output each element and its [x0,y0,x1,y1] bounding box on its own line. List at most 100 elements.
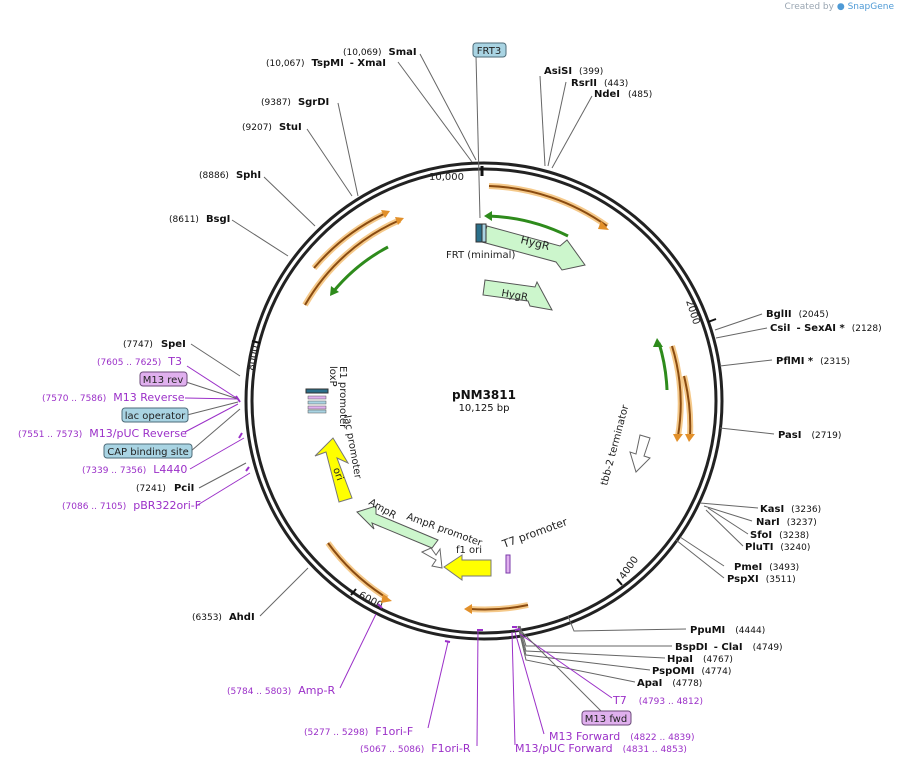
enzyme-csii-sexai: CsiI- SexAI *(2128) [770,323,882,334]
lac-promoter-label: lac promoter [341,415,363,481]
green-arrow-head [330,286,339,296]
primer-arc-top-right [488,183,609,230]
hygr-arrow-1 [481,225,586,271]
enzyme-pflmi: PflMI *(2315) [776,356,850,367]
enzyme-apai: ApaI(4778) [637,678,702,689]
primer-arrow-head [598,221,609,230]
site-ticks [235,395,521,643]
enzyme-asisi: AsiSI(399) [544,66,603,77]
site-labels: (7605 .. 7625)T3 (7570 .. 7586)M13 Rever… [18,355,703,755]
tick-label-4000: 4000 [617,555,641,582]
enzyme-tspmi-xmai: (10,067)TspMI- XmaI [266,58,386,69]
tag-m13-rev-label: M13 rev [143,375,184,386]
ori-label: ori [330,466,345,482]
primer-arrow-head [685,434,695,442]
ori-arrow [314,437,353,503]
hygr-arrow-2 [482,279,553,311]
tag-frt3: FRT3 [472,42,507,58]
primer-arc-right-2 [681,375,695,442]
tag-boxes: FRT3 M13 rev lac operator CAP binding si… [103,42,632,726]
tag-cap-binding-site: CAP binding site [103,443,193,459]
plasmid-name: pNM3811 [452,388,516,402]
tick-label-10000: 10,000 [429,172,464,183]
ampr-arrow [356,505,439,549]
enzyme-smai: (10,069)SmaI [343,47,417,58]
primer-arrow-head [381,594,392,603]
enzyme-kasi: KasI(3236) [760,504,821,515]
features: HygR FRT (minimal) HygR tbb-2 terminator… [305,223,651,581]
enzyme-sfoi: SfoI(3238) [750,530,809,541]
credit-brand: SnapGene [847,2,894,12]
f1-ori-arrow [443,554,492,581]
enzyme-leader-lines [190,53,775,683]
site-pbr322ori-f: (7086 .. 7105)pBR322ori-F [62,499,201,512]
primer-arcs [302,183,695,614]
site-m13-puc-reverse: (7551 .. 7573)M13/pUC Reverse [18,427,187,440]
frt-minimal-marker [475,223,483,243]
primer-arrow-head [464,604,472,614]
enzyme-nari: NarI(3237) [756,517,817,528]
snapgene-logo-icon: ⁣● [836,2,845,12]
tag-m13-fwd-label: M13 fwd [585,714,627,725]
site-t3: (7605 .. 7625)T3 [97,355,182,368]
enzyme-hpai: HpaI(4767) [667,654,733,665]
green-arrow-head [653,338,663,347]
enzyme-sgrdi: (9387)SgrDI [261,97,329,108]
center-title: pNM3811 10,125 bp [452,388,516,414]
left-cluster-markers [305,388,329,414]
enzyme-sphi: (8886)SphI [199,170,261,181]
primer-arrow-head [395,217,404,225]
enzyme-bglii: BglII(2045) [766,309,829,320]
enzyme-pmei: PmeI(3493) [734,562,799,573]
tick-label-2000: 2000 [683,299,701,327]
site-t7: T7(4793 .. 4812) [612,694,703,707]
tag-cap-binding-site-label: CAP binding site [107,447,189,458]
backbone-outer-ring [244,161,724,641]
tick-mark-6000 [350,588,357,596]
enzyme-spei: (7747)SpeI [123,339,186,350]
tbb2-terminator-label: tbb-2 terminator [599,403,631,487]
tag-lac-operator-label: lac operator [125,411,186,422]
site-l4440: (7339 .. 7356)L4440 [82,463,187,476]
site-m13-puc-forward: M13/pUC Forward(4831 .. 4853) [515,742,687,755]
snapgene-credit: Created by ⁣● SnapGene [784,2,894,12]
t7-promoter-marker [505,554,511,574]
enzyme-pspxi: PspXI(3511) [727,574,796,585]
tbb2-terminator-arrow [629,434,651,473]
ampr-promoter-label: AmpR promoter [405,511,484,549]
primer-arc-bottom [464,602,529,614]
tick-mark-4000 [616,578,623,586]
tag-frt3-label: FRT3 [477,46,501,57]
enzyme-ahdi: (6353)AhdI [192,612,255,623]
hygr-label-2: HygR [500,288,528,303]
tick-mark-8000 [251,340,261,344]
enzyme-stui: (9207)StuI [242,122,302,133]
primer-arc-lower-left [325,541,392,603]
f1-ori-label: f1 ori [456,545,482,556]
enzyme-pluti: PluTI(3240) [745,542,810,553]
primer-arrow-head [381,210,390,218]
primer-arc-upper-left-1 [311,210,390,270]
enzyme-rsrii: RsrII(443) [571,78,628,89]
enzyme-bspdi-clai: BspDI- ClaI(4749) [675,642,783,653]
loxp-label: loxP [327,366,338,387]
site-m13-reverse: (7570 .. 7586)M13 Reverse [42,391,185,404]
green-arc-right [657,342,669,391]
tick-label-8000: 8000 [246,345,261,372]
tag-m13-rev: M13 rev [139,371,188,387]
site-f1ori-r: (5067 .. 5086)F1ori-R [360,742,471,755]
enzyme-pcii: (7241)PciI [136,483,194,494]
enzyme-ndei: NdeI(485) [594,89,652,100]
site-amp-r: (5784 .. 5803)Amp-R [227,684,335,697]
primer-arc-right [669,345,684,442]
tag-m13-fwd: M13 fwd [581,710,632,726]
primer-arrow-head [673,434,683,442]
green-arcs [330,211,669,391]
backbone [244,161,724,641]
enzyme-pspomi: PspOMI(4774) [652,666,731,677]
tag-lac-operator: lac operator [121,407,189,423]
green-arrow-head [484,211,492,221]
t7-promoter-label: T7 promoter [500,515,570,551]
enzyme-labels: (10,069)SmaI (10,067)TspMI- XmaI (9387)S… [123,47,882,689]
